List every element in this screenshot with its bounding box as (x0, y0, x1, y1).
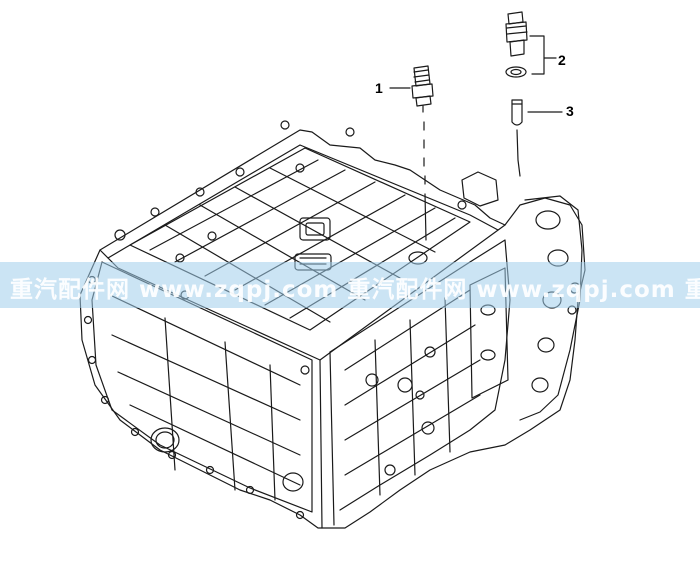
watermark-text: 重汽配件网 www.zqpj.com 重汽配件网 www.zqpj.com 重 (10, 277, 700, 303)
callout-number-3: 3 (566, 103, 574, 119)
watermark-band: 重汽配件网 www.zqpj.com 重汽配件网 www.zqpj.com 重 (0, 262, 700, 308)
part-3-pin (511, 99, 523, 177)
callout-number-2: 2 (558, 52, 566, 68)
callout-leaders (389, 35, 563, 113)
front-end-casting (329, 171, 583, 511)
transmission-housing (79, 129, 586, 529)
housing-left-face (79, 129, 586, 529)
leader-2 (529, 35, 557, 75)
part-2-switch-with-seal (505, 11, 528, 78)
callout-number-1: 1 (375, 80, 383, 96)
part-1-switch (411, 65, 434, 241)
